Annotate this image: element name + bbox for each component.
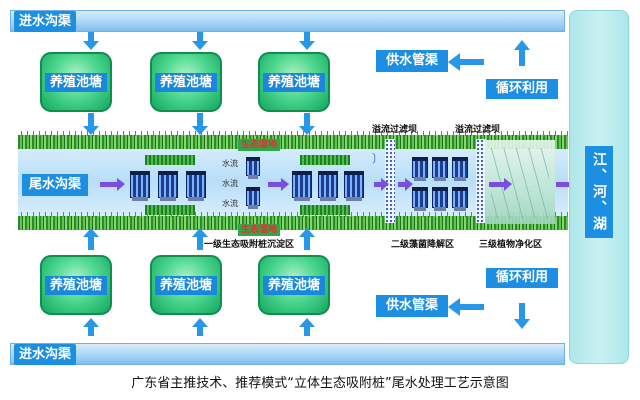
pond-top-2: 养殖池塘 (150, 52, 222, 112)
supply-arrow-bottom (448, 298, 484, 316)
pond-label: 养殖池塘 (154, 275, 217, 295)
overflow-dam-label-2: 溢流过滤坝 (455, 125, 501, 135)
algae-module (412, 157, 428, 181)
flow-arrow-5 (489, 178, 512, 191)
inlet-label-top: 进水沟渠 (14, 11, 77, 32)
recycle-arrow-up-top (514, 40, 530, 66)
algae-module (432, 187, 448, 211)
arrow-pond-5-to-channel (192, 228, 208, 250)
overflow-filter-dam-1 (385, 139, 395, 223)
pond-label: 养殖池塘 (154, 72, 217, 92)
adsorption-pile (292, 171, 312, 201)
arrow-pond-3-to-channel (299, 113, 315, 135)
arrow-pond-4-to-channel (83, 228, 99, 250)
flow-arrow-3 (374, 178, 389, 191)
algae-module (452, 187, 468, 211)
supply-channel-label-top: 供水管渠 (376, 50, 448, 72)
supply-arrow-top-shape (448, 53, 484, 71)
flow-arrow-1 (100, 178, 125, 191)
plant-purification-zone (485, 140, 555, 224)
arrow-pond-2-to-channel (192, 113, 208, 135)
adsorption-pile (158, 171, 178, 201)
pond-label: 养殖池塘 (44, 275, 107, 295)
zone-1-label: 一级生态吸附桩沉淀区 (204, 240, 295, 250)
adsorption-pile-small (246, 187, 260, 209)
pond-top-3: 养殖池塘 (258, 52, 330, 112)
recycle-label-bottom: 循环利用 (486, 268, 558, 288)
inlet-channel-top (10, 10, 565, 32)
algae-module (412, 187, 428, 211)
algae-module (452, 157, 468, 181)
flow-arrow-2 (268, 178, 289, 191)
pond-label: 养殖池塘 (44, 72, 107, 92)
inlet-label-bottom: 进水沟渠 (14, 344, 77, 365)
arrow-inlet-to-pond-5 (192, 318, 208, 336)
pond-bottom-3: 养殖池塘 (258, 255, 330, 315)
reed-bed (145, 205, 195, 215)
recycle-arrow-down-bottom (514, 303, 530, 329)
arrow-inlet-to-pond-6 (299, 318, 315, 336)
arrow-inlet-to-pond-2 (192, 32, 208, 50)
adsorption-pile (344, 171, 364, 201)
supply-channel-label-bottom: 供水管渠 (376, 295, 448, 317)
recycle-arrow-up-shape (514, 40, 530, 66)
arrow-inlet-to-pond-3 (299, 32, 315, 50)
adsorption-pile-small (246, 157, 260, 179)
zone-2-label: 二级藻菌降解区 (391, 240, 455, 250)
recycle-label-top: 循环利用 (486, 79, 558, 99)
adsorption-pile (318, 171, 338, 201)
pond-top-1: 养殖池塘 (40, 52, 112, 112)
overflow-wave-icon: 〕 (372, 152, 383, 165)
reed-bed (300, 205, 350, 215)
pond-label: 养殖池塘 (262, 72, 325, 92)
eco-wetland-label-top: 生态湿地 (238, 139, 281, 151)
eco-wetland-label-bottom: 生态湿地 (238, 224, 281, 236)
pond-bottom-2: 养殖池塘 (150, 255, 222, 315)
river-label: 江、河、湖 (585, 146, 613, 238)
pond-bottom-1: 养殖池塘 (40, 255, 112, 315)
reed-bed (145, 155, 195, 165)
overflow-dam-label-1: 溢流过滤坝 (372, 125, 418, 135)
tail-ditch-label: 尾水沟渠 (22, 174, 88, 196)
supply-arrow-top (448, 53, 484, 71)
flow-arrow-4 (398, 178, 413, 191)
adsorption-pile (186, 171, 206, 201)
algae-module (432, 157, 448, 181)
inlet-channel-bottom (10, 343, 565, 365)
grass-strip-top (18, 131, 568, 149)
adsorption-pile (130, 171, 150, 201)
grass-strip-bottom (18, 212, 568, 230)
recycle-arrow-down-shape (514, 303, 530, 329)
arrow-pond-1-to-channel (83, 113, 99, 135)
pond-label: 养殖池塘 (262, 275, 325, 295)
flow-label: 水流 (222, 159, 238, 168)
arrow-inlet-to-pond-1 (83, 32, 99, 50)
flow-label: 水流 (222, 199, 238, 208)
reed-bed (300, 155, 350, 165)
arrow-inlet-to-pond-4 (83, 318, 99, 336)
figure-caption: 广东省主推技术、推荐模式“立体生态吸附桩”尾水处理工艺示意图 (131, 376, 509, 391)
overflow-filter-dam-2 (476, 139, 486, 223)
arrow-pond-6-to-channel (299, 228, 315, 250)
supply-arrow-bottom-shape (448, 298, 484, 316)
zone-3-label: 三级植物净化区 (479, 240, 543, 250)
flow-label: 水流 (222, 179, 238, 188)
